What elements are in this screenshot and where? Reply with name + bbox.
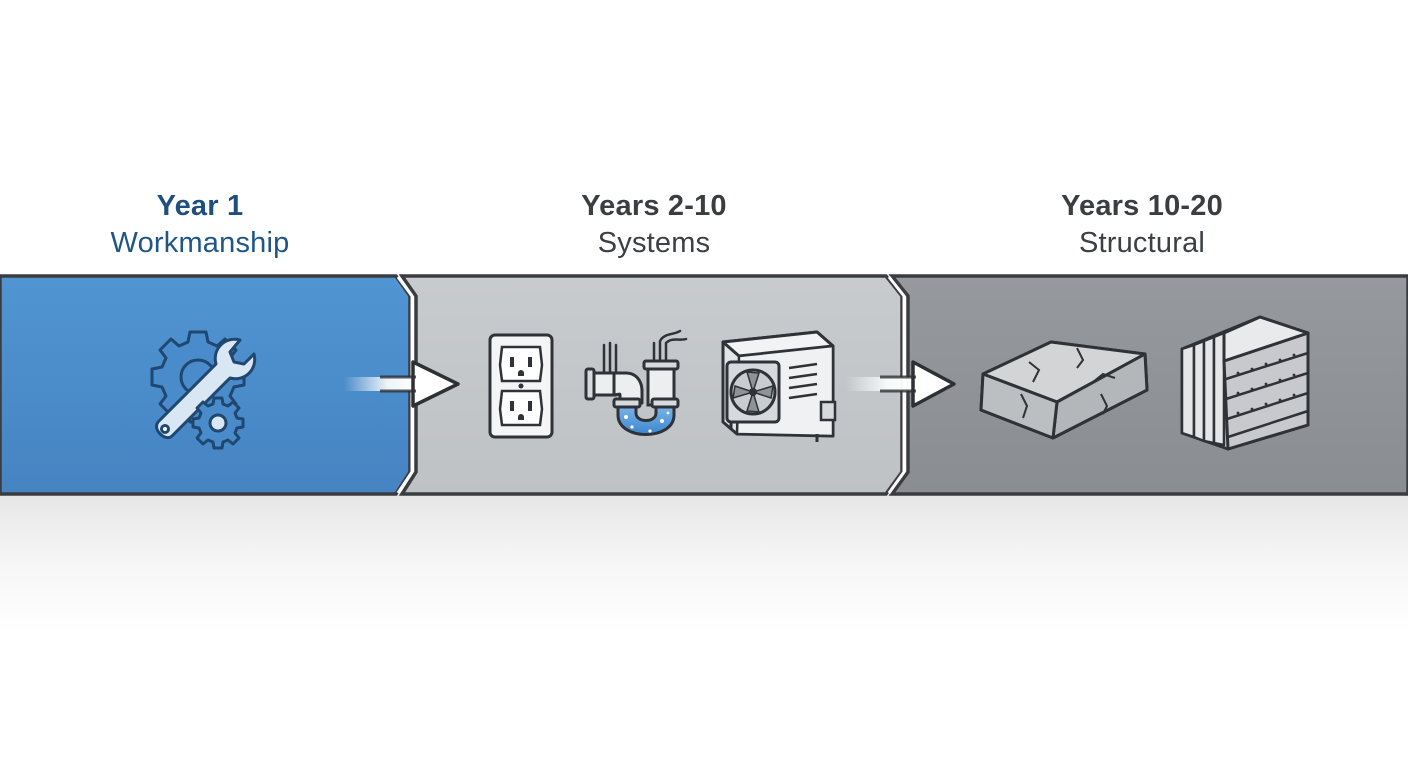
gear-wrench-icon: [150, 330, 257, 450]
arrow-right-icon: [846, 360, 956, 408]
arrow-right-icon: [344, 360, 460, 408]
stage-title: Years 10-20: [1061, 190, 1223, 222]
ac-unit-icon: [721, 330, 837, 442]
stage-subtitle: Workmanship: [110, 227, 290, 259]
stage-segment-years-10-20: [888, 274, 1408, 496]
wall-framing-icon: [1180, 315, 1310, 451]
concrete-slab-icon: [979, 340, 1149, 440]
stage-label-year-1: Year 1 Workmanship: [0, 188, 410, 262]
stage-title: Year 1: [156, 190, 244, 222]
stage-label-years-10-20: Years 10-20 Structural: [932, 188, 1352, 262]
electrical-outlet-icon: [488, 333, 554, 439]
plumbing-pipe-icon: [584, 329, 688, 436]
stage-subtitle: Structural: [1078, 227, 1206, 259]
stage-title: Years 2-10: [581, 190, 727, 222]
band-shadow: [0, 492, 1408, 632]
stage-subtitle: Systems: [597, 227, 711, 259]
stage-label-years-2-10: Years 2-10 Systems: [444, 188, 864, 262]
